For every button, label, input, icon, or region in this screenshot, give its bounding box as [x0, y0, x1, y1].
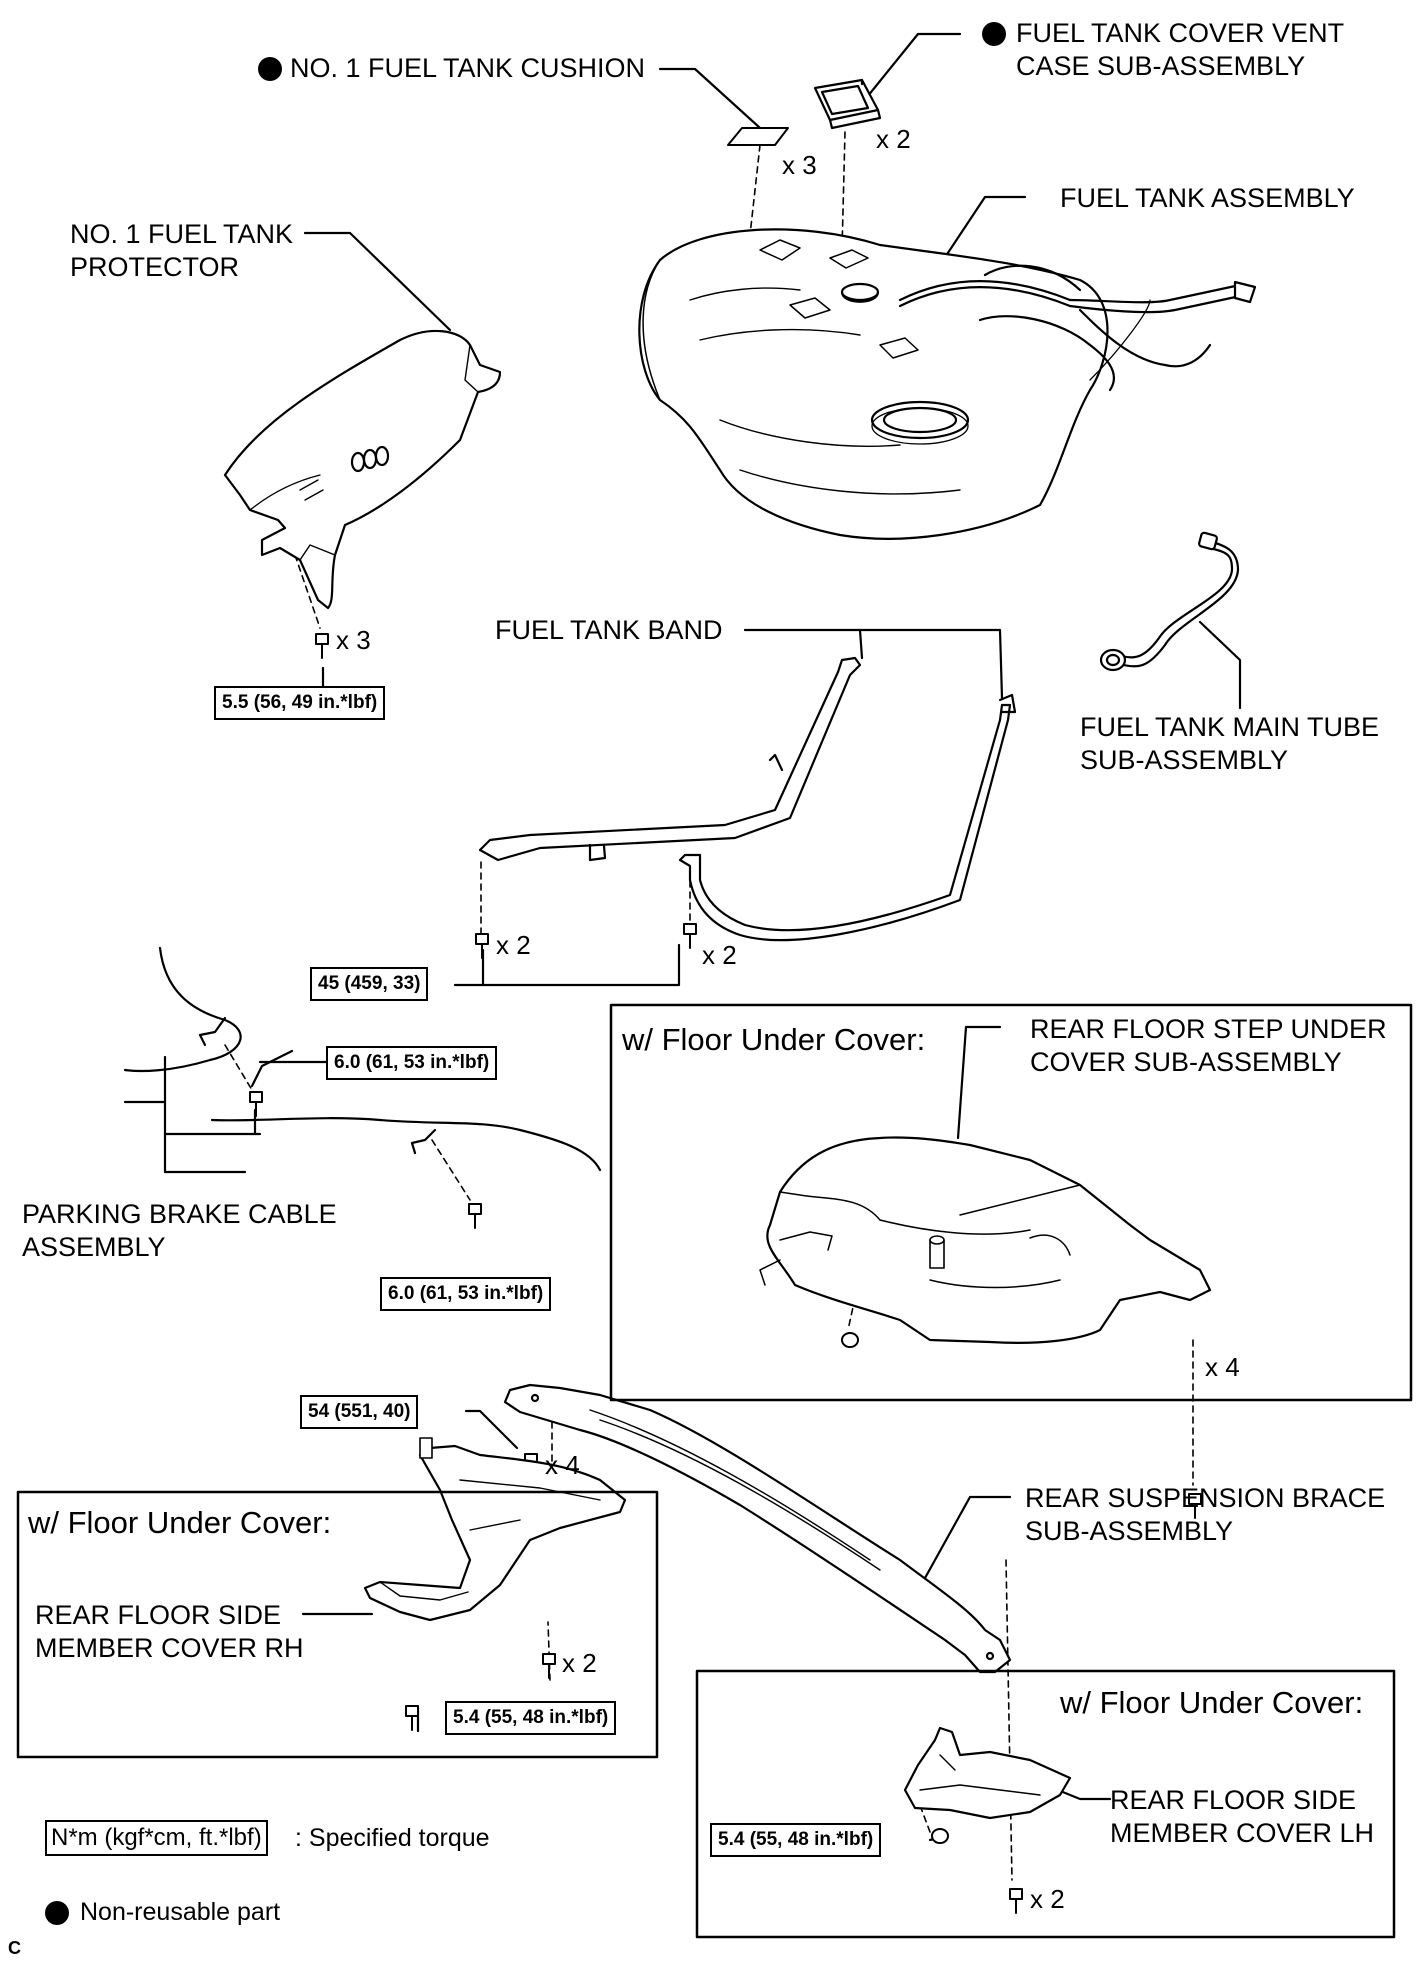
count-band-bolt-right: x 2 [702, 940, 737, 970]
torque-parking-upper: 6.0 (61, 53 in.*lbf) [326, 1046, 498, 1080]
legend-non-reusable-text: Non-reusable part [80, 1898, 281, 1926]
legend-torque-unit: N*m (kgf*cm, ft.*lbf) [45, 1820, 268, 1856]
parking-brake-cable-part [123, 946, 602, 1172]
label-fuel-tank-assembly: FUEL TANK ASSEMBLY [1060, 182, 1355, 215]
illustration-code: C [8, 1938, 21, 1958]
label-line: SUB-ASSEMBLY [1080, 745, 1289, 775]
count-brace-bolt: x 4 [545, 1450, 580, 1480]
fuel-tank-band-part [478, 656, 1017, 942]
side-cover-rh-part [363, 1437, 627, 1622]
count-step-cover-bolt: x 4 [1205, 1352, 1240, 1382]
label-side-cover-rh: REAR FLOOR SIDE MEMBER COVER RH [35, 1599, 304, 1665]
label-line: NO. 1 FUEL TANK [70, 219, 294, 249]
count-band-bolt-left: x 2 [496, 930, 531, 960]
label-line: FUEL TANK ASSEMBLY [1060, 183, 1355, 213]
main-tube-part [1099, 531, 1240, 672]
label-line: REAR FLOOR SIDE [35, 1600, 282, 1630]
torque-protector: 5.5 (56, 49 in.*lbf) [214, 686, 386, 720]
legend-torque-desc: : Specified torque [295, 1824, 490, 1852]
label-line: REAR SUSPENSION BRACE [1025, 1483, 1386, 1513]
label-line: ASSEMBLY [22, 1232, 166, 1262]
label-line: PARKING BRAKE CABLE [22, 1199, 337, 1229]
label-line: COVER SUB-ASSEMBLY [1030, 1047, 1342, 1077]
side-cover-lh-part [903, 1726, 1072, 1820]
label-line: MEMBER COVER LH [1110, 1818, 1375, 1848]
torque-side-rh: 5.4 (55, 48 in.*lbf) [445, 1701, 617, 1735]
step-under-cover-part [759, 1136, 1212, 1344]
label-fuel-tank-cushion: NO. 1 FUEL TANK CUSHION [290, 52, 645, 85]
frame-title-step-cover: w/ Floor Under Cover: [622, 1022, 926, 1057]
fuel-tank-protector-part [223, 329, 502, 610]
frame-title-side-lh: w/ Floor Under Cover: [1060, 1685, 1364, 1720]
torque-brace: 54 (551, 40) [300, 1395, 419, 1429]
label-fuel-tank-band: FUEL TANK BAND [495, 614, 723, 647]
fuel-tank-cushion [727, 127, 789, 146]
label-line: SUB-ASSEMBLY [1025, 1516, 1234, 1546]
label-side-cover-lh: REAR FLOOR SIDE MEMBER COVER LH [1110, 1784, 1374, 1850]
label-fuel-tank-protector: NO. 1 FUEL TANK PROTECTOR [70, 218, 293, 284]
torque-band: 45 (459, 33) [310, 967, 429, 1001]
count-vent-case: x 2 [876, 124, 911, 154]
label-suspension-brace: REAR SUSPENSION BRACE SUB-ASSEMBLY [1025, 1482, 1385, 1548]
label-main-tube: FUEL TANK MAIN TUBE SUB-ASSEMBLY [1080, 711, 1379, 777]
non-reusable-dot-vent-case [982, 22, 1006, 46]
torque-side-lh: 5.4 (55, 48 in.*lbf) [710, 1823, 882, 1857]
label-line: CASE SUB-ASSEMBLY [1016, 51, 1306, 81]
suspension-brace-part [503, 1383, 1012, 1674]
count-side-rh-bolt: x 2 [562, 1648, 597, 1678]
label-line: FUEL TANK MAIN TUBE [1080, 712, 1380, 742]
frame-title-side-rh: w/ Floor Under Cover: [28, 1505, 332, 1540]
label-line: PROTECTOR [70, 252, 240, 282]
label-line: NO. 1 FUEL TANK CUSHION [290, 53, 646, 83]
fuel-tank-part [638, 228, 1257, 540]
label-step-under-cover: REAR FLOOR STEP UNDER COVER SUB-ASSEMBLY [1030, 1013, 1387, 1079]
count-cushion: x 3 [782, 150, 817, 180]
non-reusable-dot-cushion [258, 57, 282, 81]
frames [16, 1003, 1413, 1939]
count-side-lh-bolt: x 2 [1030, 1884, 1065, 1914]
legend-non-reusable-dot [45, 1901, 69, 1925]
label-parking-brake-cable: PARKING BRAKE CABLE ASSEMBLY [22, 1198, 337, 1264]
label-line: FUEL TANK BAND [495, 615, 723, 645]
count-protector-bolt: x 3 [336, 625, 371, 655]
label-line: MEMBER COVER RH [35, 1633, 304, 1663]
label-line: FUEL TANK COVER VENT [1016, 18, 1345, 48]
vent-case-part [813, 78, 882, 130]
label-line: REAR FLOOR STEP UNDER [1030, 1014, 1387, 1044]
torque-parking-lower: 6.0 (61, 53 in.*lbf) [380, 1277, 552, 1311]
label-vent-case: FUEL TANK COVER VENT CASE SUB-ASSEMBLY [1016, 17, 1344, 83]
label-line: REAR FLOOR SIDE [1110, 1785, 1357, 1815]
bolts-upper [249, 633, 1202, 1914]
